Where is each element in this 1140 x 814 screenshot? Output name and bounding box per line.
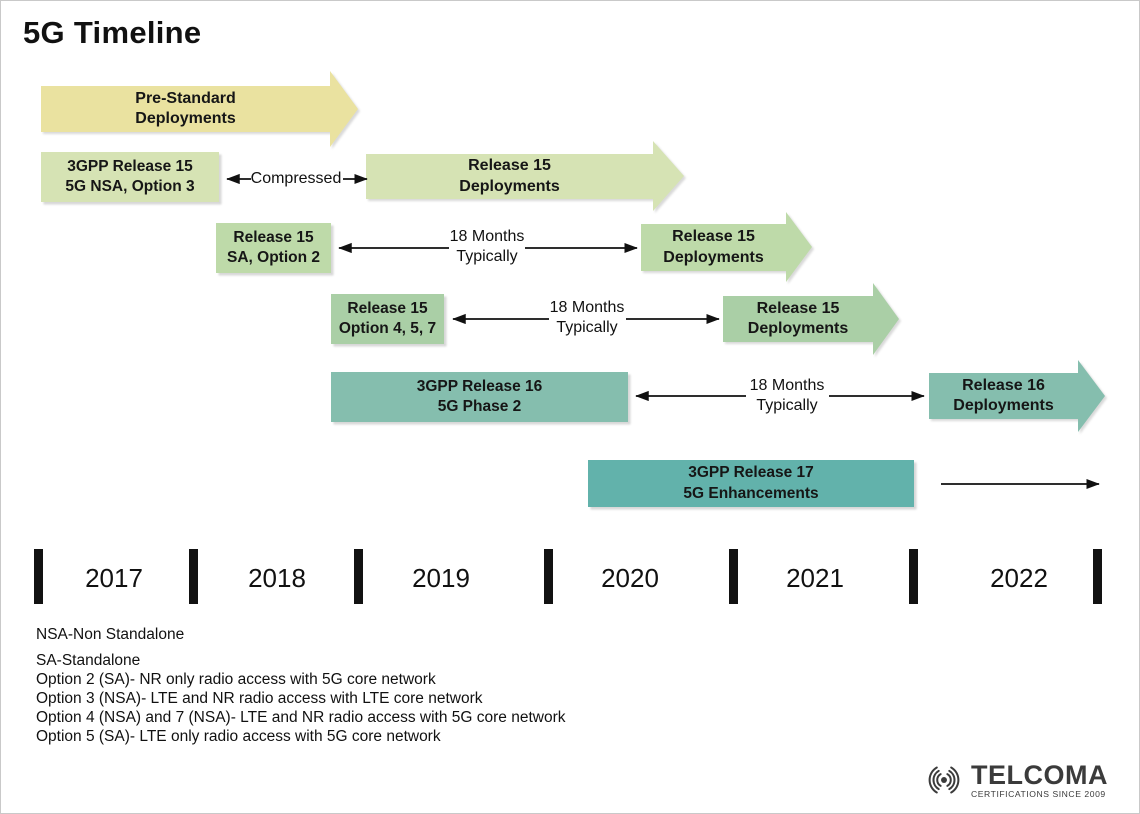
bar-label: Pre-Standard Deployments — [41, 71, 330, 147]
legend-sa: SA-Standalone — [36, 652, 141, 669]
legend-option5: Option 5 (SA)- LTE only radio access wit… — [36, 728, 441, 745]
bar-body — [366, 154, 653, 199]
bar-label-line1: Release 15 — [672, 228, 755, 246]
annotation-18-months-1: 18 Months Typically — [437, 227, 537, 267]
bar-release16-deployments: Release 16 Deployments — [929, 360, 1105, 432]
box-3gpp-release-16: 3GPP Release 16 5G Phase 2 — [331, 372, 628, 422]
bar-pre-standard-deployments: Pre-Standard Deployments — [41, 71, 358, 147]
box-label-line2: Option 4, 5, 7 — [338, 320, 437, 337]
bar-label-line1: Release 15 — [756, 299, 840, 317]
timeline-tick — [544, 549, 553, 604]
box-label-line1: Release 15 — [233, 228, 314, 246]
year-label-2021: 2021 — [786, 563, 844, 593]
year-label-2022: 2022 — [990, 563, 1048, 593]
page-title: 5G Timeline — [23, 15, 202, 50]
bar-label: Release 15 Deployments — [366, 141, 653, 212]
box-release-15-sa: Release 15 SA, Option 2 — [216, 223, 331, 273]
legend-nsa: NSA-Non Standalone — [36, 626, 185, 643]
box-label-line2: 5G NSA, Option 3 — [65, 178, 195, 195]
telcoma-text-block: TELCOMA CERTIFICATIONS SINCE 2009 — [971, 759, 1108, 799]
annotation-line1: 18 Months — [749, 377, 825, 394]
bar-label-line2: Deployments — [747, 320, 849, 337]
telcoma-tagline: CERTIFICATIONS SINCE 2009 — [971, 788, 1106, 799]
bar-label-line2: Deployments — [953, 397, 1054, 414]
timeline-tick — [189, 549, 198, 604]
box-label-line2: 5G Phase 2 — [437, 398, 522, 415]
arrowhead — [330, 71, 358, 147]
timeline-tick — [1093, 549, 1102, 604]
bar-release15-deployments-opt: Release 15 Deployments — [723, 283, 899, 355]
arrowhead — [786, 212, 812, 282]
definitions-legend: NSA-Non Standalone SA-Standalone Option … — [36, 625, 566, 746]
annotation-18-months-2: 18 Months Typically — [537, 298, 637, 338]
telcoma-signal-icon — [928, 766, 960, 794]
box-3gpp-release-17: 3GPP Release 17 5G Enhancements — [588, 460, 914, 507]
annotation-line1: 18 Months — [549, 299, 625, 316]
box-release-15-option-457: Release 15 Option 4, 5, 7 — [331, 294, 444, 344]
box-label-line1: 3GPP Release 15 — [67, 157, 193, 175]
timeline-tick — [34, 549, 43, 604]
timeline-tick — [354, 549, 363, 604]
legend-option47: Option 4 (NSA) and 7 (NSA)- LTE and NR r… — [36, 709, 566, 726]
arrowhead — [873, 283, 899, 355]
arrowhead — [1078, 360, 1105, 432]
annotation-line1: 18 Months — [449, 228, 525, 245]
legend-option2: Option 2 (SA)- NR only radio access with… — [36, 671, 436, 688]
telcoma-logo: TELCOMA CERTIFICATIONS SINCE 2009 — [921, 761, 1108, 799]
bar-body — [41, 86, 330, 132]
legend-option3: Option 3 (NSA)- LTE and NR radio access … — [36, 690, 483, 707]
bar-label: Release 16 Deployments — [929, 360, 1078, 432]
bar-label-line1: Release 16 — [962, 376, 1045, 394]
bar-label-line1: Pre-Standard — [135, 89, 236, 107]
bar-label-line1: Release 15 — [468, 157, 551, 175]
bar-label-line2: Deployments — [459, 177, 560, 195]
bar-body — [723, 296, 873, 342]
annotation-line2: Typically — [456, 248, 518, 265]
annotation-compressed-text: Compressed — [250, 170, 342, 187]
bar-body — [641, 224, 786, 271]
bar-body — [929, 373, 1078, 419]
bar-label-line2: Deployments — [135, 110, 236, 127]
annotation-compressed: Compressed — [248, 169, 344, 189]
bar-label-line2: Deployments — [663, 248, 764, 266]
box-label-line1: 3GPP Release 17 — [688, 464, 814, 482]
timeline-tick — [729, 549, 738, 604]
annotation-line2: Typically — [756, 397, 818, 414]
box-label-line2: SA, Option 2 — [227, 249, 320, 266]
box-label-line1: Release 15 — [347, 299, 428, 317]
box-3gpp-release-15-nsa: 3GPP Release 15 5G NSA, Option 3 — [41, 152, 219, 202]
year-label-2020: 2020 — [601, 563, 659, 593]
bar-release15-deployments-nsa: Release 15 Deployments — [366, 141, 684, 212]
annotation-18-months-3: 18 Months Typically — [737, 376, 837, 416]
timeline-tick — [909, 549, 918, 604]
telcoma-name: TELCOMA — [971, 759, 1108, 790]
arrowhead — [653, 141, 684, 211]
year-label-2018: 2018 — [248, 563, 306, 593]
box-label-line2: 5G Enhancements — [683, 484, 819, 502]
year-label-2019: 2019 — [412, 563, 470, 593]
year-label-2017: 2017 — [85, 563, 143, 593]
bar-label: Release 15 Deployments — [723, 283, 873, 355]
annotation-line2: Typically — [556, 319, 618, 336]
box-label-line1: 3GPP Release 16 — [416, 377, 543, 395]
bar-release15-deployments-sa: Release 15 Deployments — [641, 212, 812, 283]
bar-label: Release 15 Deployments — [641, 212, 786, 283]
